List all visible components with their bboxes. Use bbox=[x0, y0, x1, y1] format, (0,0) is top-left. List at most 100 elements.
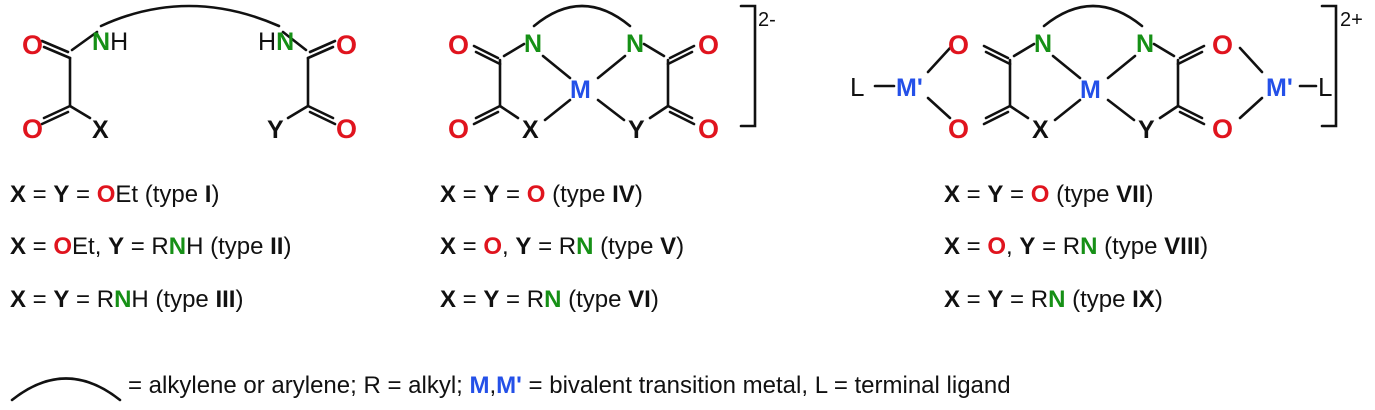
oxygen-atom: O bbox=[1212, 30, 1233, 60]
oxygen-atom: O bbox=[336, 30, 357, 60]
caption-type-v: X = O, Y = RN (type V) bbox=[440, 233, 685, 260]
bond bbox=[474, 50, 502, 66]
bond bbox=[982, 44, 1010, 60]
bond bbox=[40, 110, 70, 126]
bond bbox=[472, 44, 500, 60]
bond bbox=[472, 110, 500, 126]
spacer-arc bbox=[532, 4, 632, 28]
legend-line: = alkylene or arylene; R = alkyl; M,M' =… bbox=[128, 372, 1011, 399]
charge-bracket bbox=[739, 4, 757, 128]
bond bbox=[642, 42, 666, 58]
bond bbox=[308, 110, 337, 126]
caption-type-ii: X = OEt, Y = RNH (type II) bbox=[10, 233, 292, 260]
bond bbox=[666, 50, 694, 66]
charge-bracket bbox=[1320, 4, 1338, 128]
bond bbox=[1158, 104, 1180, 120]
terminal-ligand: L bbox=[1318, 72, 1332, 102]
bond bbox=[40, 39, 70, 54]
x-substituent: X bbox=[92, 116, 109, 144]
bond bbox=[1176, 104, 1204, 120]
oxygen-atom: O bbox=[448, 30, 469, 60]
nitrogen-atom: N bbox=[626, 30, 644, 58]
bond bbox=[666, 104, 694, 120]
y-substituent: Y bbox=[1138, 116, 1155, 144]
amine-nh-left: NH bbox=[92, 28, 128, 56]
bond bbox=[1152, 42, 1176, 58]
bond bbox=[42, 45, 72, 60]
terminal-ligand: L bbox=[850, 72, 864, 102]
bond bbox=[1238, 96, 1264, 120]
nitrogen-atom: N bbox=[524, 30, 542, 58]
bond bbox=[1106, 98, 1136, 122]
bond bbox=[306, 45, 335, 60]
bond bbox=[281, 30, 308, 52]
peripheral-metal: M' bbox=[896, 74, 923, 102]
oxygen-atom: O bbox=[22, 30, 43, 60]
charge-label: 2+ bbox=[1340, 9, 1363, 31]
bond bbox=[1051, 54, 1082, 80]
bond bbox=[474, 104, 502, 120]
bond bbox=[596, 54, 627, 80]
oxygen-atom: O bbox=[22, 114, 43, 144]
bond bbox=[648, 104, 670, 120]
bond bbox=[668, 44, 696, 60]
oxygen-atom: O bbox=[1212, 114, 1233, 144]
oxygen-atom: O bbox=[948, 114, 969, 144]
x-substituent: X bbox=[522, 116, 539, 144]
bond bbox=[1106, 54, 1137, 80]
caption-type-i: X = Y = OEt (type I) bbox=[10, 181, 220, 208]
bond bbox=[1178, 110, 1206, 126]
spacer-arc bbox=[1042, 4, 1144, 28]
bond bbox=[541, 54, 572, 80]
metal-center: M bbox=[1080, 76, 1101, 104]
charge-label: 2- bbox=[758, 9, 776, 31]
nitrogen-atom: N bbox=[1034, 30, 1052, 58]
bond bbox=[926, 96, 952, 120]
bond bbox=[286, 104, 310, 120]
bond bbox=[982, 110, 1010, 126]
caption-type-ix: X = Y = RN (type IX) bbox=[944, 286, 1163, 313]
legend-arc bbox=[10, 377, 122, 402]
structure-ligand: O O O O NH HN X Y bbox=[22, 4, 357, 144]
bond bbox=[596, 98, 626, 122]
structure-trinuclear: 2+ L L M' M' O O O O N N M X bbox=[850, 4, 1363, 144]
bond bbox=[984, 50, 1012, 66]
caption-type-iv: X = Y = O (type IV) bbox=[440, 181, 643, 208]
bond bbox=[1053, 98, 1082, 122]
bond bbox=[306, 104, 335, 120]
x-substituent: X bbox=[1032, 116, 1049, 144]
spacer-arc bbox=[99, 4, 281, 28]
caption-type-iii: X = Y = RNH (type III) bbox=[10, 286, 244, 313]
oxygen-atom: O bbox=[948, 30, 969, 60]
bond bbox=[498, 104, 520, 120]
bond bbox=[1008, 104, 1030, 120]
y-substituent: Y bbox=[628, 116, 645, 144]
oxygen-atom: O bbox=[698, 30, 719, 60]
bond bbox=[1238, 46, 1264, 74]
bond bbox=[308, 39, 337, 54]
oxygen-atom: O bbox=[698, 114, 719, 144]
bond bbox=[543, 98, 572, 122]
y-substituent: Y bbox=[267, 116, 284, 144]
bond bbox=[68, 104, 92, 120]
bond bbox=[502, 42, 526, 58]
bond bbox=[42, 104, 72, 120]
bond bbox=[70, 30, 99, 52]
bond bbox=[1012, 42, 1036, 58]
amine-nh-right: HN bbox=[258, 28, 294, 56]
oxygen-atom: O bbox=[448, 114, 469, 144]
nitrogen-atom: N bbox=[1136, 30, 1154, 58]
structure-mononuclear: 2- O O O O N N M X Y bbox=[448, 4, 776, 144]
oxygen-atom: O bbox=[336, 114, 357, 144]
bond bbox=[1176, 50, 1204, 66]
bond bbox=[926, 46, 952, 74]
caption-type-vi: X = Y = RN (type VI) bbox=[440, 286, 659, 313]
caption-type-vii: X = Y = O (type VII) bbox=[944, 181, 1154, 208]
caption-type-viii: X = O, Y = RN (type VIII) bbox=[944, 233, 1209, 260]
bond bbox=[984, 104, 1012, 120]
bond bbox=[1178, 44, 1206, 60]
metal-center: M bbox=[570, 76, 591, 104]
peripheral-metal: M' bbox=[1266, 74, 1293, 102]
bond bbox=[668, 110, 696, 126]
